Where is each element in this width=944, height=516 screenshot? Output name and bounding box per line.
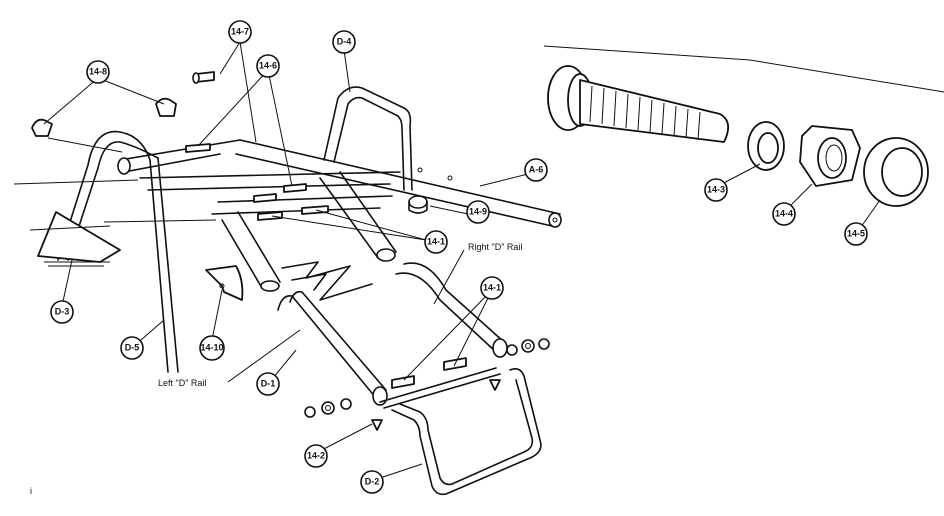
- callout-d-1: D-1: [256, 372, 280, 396]
- callout-14-1-upper-label: 14-1: [427, 236, 445, 246]
- callout-14-3: 14-3: [704, 178, 728, 202]
- callout-14-2: 14-2: [304, 444, 328, 468]
- lower-rail-assembly: [277, 261, 550, 496]
- callout-14-7-label: 14-7: [231, 26, 249, 36]
- callout-14-9-label: 14-9: [469, 206, 487, 216]
- callout-14-5-label: 14-5: [847, 228, 865, 238]
- callout-d-2-label: D-2: [365, 476, 380, 486]
- corner-mark: i: [30, 486, 32, 496]
- callout-14-10: 14-10: [199, 335, 225, 361]
- left-rail-label: Left "D" Rail: [158, 378, 206, 388]
- callout-14-8-label: 14-8: [89, 66, 107, 76]
- callout-14-1-lower: 14-1: [480, 276, 504, 300]
- callout-d-4-label: D-4: [337, 36, 352, 46]
- callout-14-10-label: 14-10: [200, 342, 223, 352]
- callout-d-5-label: D-5: [125, 342, 140, 352]
- callout-d-4: D-4: [332, 30, 356, 54]
- callout-14-6-label: 14-6: [259, 60, 277, 70]
- grip-assembly: [543, 45, 944, 207]
- callout-14-6: 14-6: [256, 54, 280, 78]
- callout-14-8: 14-8: [86, 60, 110, 84]
- callout-d-5: D-5: [120, 336, 144, 360]
- callout-14-4: 14-4: [772, 202, 796, 226]
- callout-14-2-label: 14-2: [307, 450, 325, 460]
- callout-d-3: D-3: [50, 300, 74, 324]
- callout-d-1-label: D-1: [261, 378, 276, 388]
- callout-14-9: 14-9: [466, 200, 490, 224]
- callout-14-1-lower-label: 14-1: [483, 282, 501, 292]
- upper-handle-assembly: [13, 71, 562, 373]
- callout-14-5: 14-5: [844, 222, 868, 246]
- leader-lines: [43, 41, 881, 481]
- callout-a-6-label: A-6: [529, 164, 544, 174]
- callout-d-3-label: D-3: [55, 306, 70, 316]
- callout-d-2: D-2: [360, 470, 384, 494]
- callout-a-6: A-6: [524, 158, 548, 182]
- right-rail-label: Right "D" Rail: [468, 242, 522, 252]
- callout-14-1-upper: 14-1: [424, 230, 448, 254]
- callout-14-4-label: 14-4: [775, 208, 793, 218]
- callout-14-3-label: 14-3: [707, 184, 725, 194]
- callout-14-7: 14-7: [228, 20, 252, 44]
